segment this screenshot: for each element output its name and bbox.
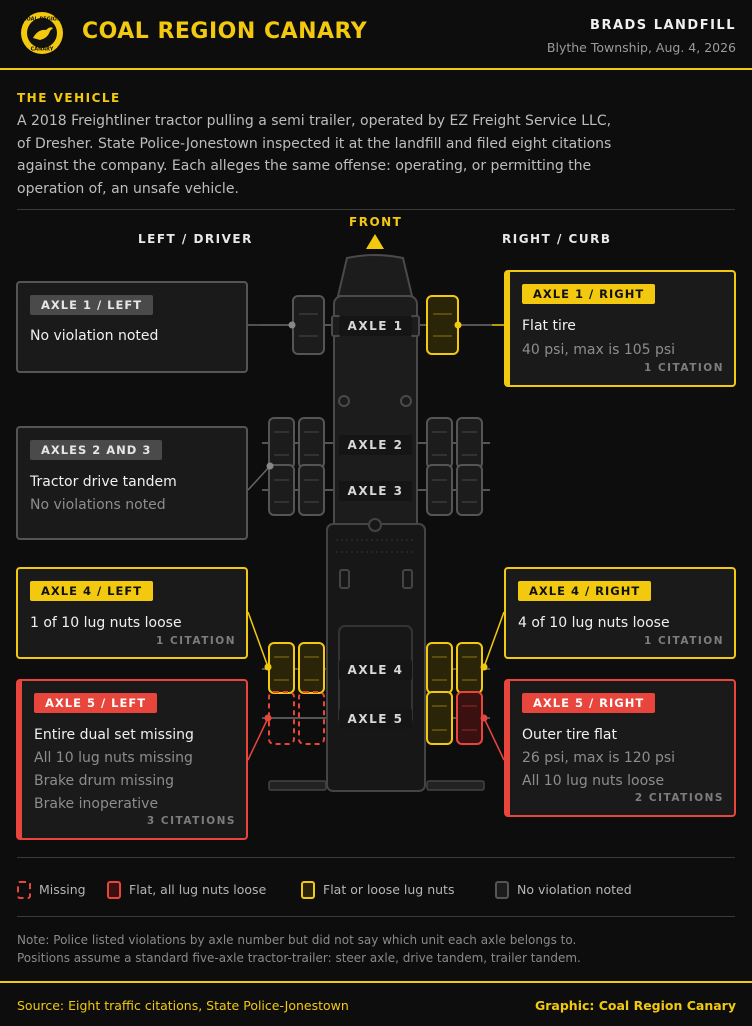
tire-a3-ro (456, 464, 483, 516)
card-sub-text: 26 psi, max is 120 psi (522, 750, 676, 766)
card-citation-count: 1 CITATION (643, 635, 724, 647)
axle-1-tag: AXLE 1 (339, 316, 412, 336)
card-badge: AXLE 4 / LEFT (30, 581, 154, 601)
tire-a3-ri (426, 464, 453, 516)
card-citation-count: 1 CITATION (643, 362, 724, 374)
legend-flat-or-loose-label: Flat or loose lug nuts (323, 882, 455, 897)
card-axle4-left: AXLE 4 / LEFT 1 of 10 lug nuts loose 1 C… (16, 567, 248, 659)
legend-missing-label: Missing (39, 882, 86, 897)
card-main-text: Tractor drive tandem (30, 474, 177, 490)
source-text: Source: Eight traffic citations, State P… (17, 998, 349, 1013)
brand-title: COAL REGION CANARY (82, 19, 368, 44)
right-side-label: RIGHT / CURB (502, 232, 612, 246)
tire-a1-right (426, 295, 459, 355)
tire-a4-lo (268, 642, 295, 694)
legend-flat-loose-swatch (107, 881, 121, 899)
legend-flat-or-loose-swatch (301, 881, 315, 899)
tire-a4-ro (456, 642, 483, 694)
section-heading: THE VEHICLE (17, 91, 121, 105)
card-axle4-right: AXLE 4 / RIGHT 4 of 10 lug nuts loose 1 … (504, 567, 736, 659)
tire-a1-left (292, 295, 325, 355)
tire-a5-ro (456, 691, 483, 745)
tire-a2-ri (426, 417, 453, 469)
card-sub-text: All 10 lug nuts missing (34, 750, 193, 766)
footer-bar (0, 981, 752, 1026)
note-line-1: Note: Police listed violations by axle n… (17, 933, 577, 947)
location-title: BRADS LANDFILL (590, 18, 736, 33)
trailer-body (326, 518, 426, 792)
card-sub-text: No violations noted (30, 497, 166, 513)
card-badge: AXLE 1 / RIGHT (522, 284, 656, 304)
tire-a2-lo (268, 417, 295, 469)
axle-5-tag: AXLE 5 (339, 709, 412, 729)
divider (17, 209, 735, 210)
card-main-text: Outer tire flat (522, 727, 617, 743)
tire-a2-li (298, 417, 325, 469)
location-subtitle: Blythe Township, Aug. 4, 2026 (546, 40, 736, 55)
front-label: FRONT (349, 215, 403, 229)
credit-text: Graphic: Coal Region Canary (534, 998, 736, 1013)
divider (17, 857, 735, 858)
note-line-2: Positions assume a standard five-axle tr… (17, 951, 581, 965)
axle-2-tag: AXLE 2 (339, 435, 412, 455)
card-badge: AXLES 2 AND 3 (30, 440, 163, 460)
card-axle1-right: AXLE 1 / RIGHT Flat tire 40 psi, max is … (504, 270, 736, 387)
left-side-label: LEFT / DRIVER (138, 232, 253, 246)
card-citation-count: 3 CITATIONS (146, 815, 236, 827)
canary-logo: COAL REGION CANARY (21, 12, 63, 54)
axle-4-tag: AXLE 4 (339, 660, 412, 680)
tire-a5-ri (426, 691, 453, 745)
card-badge: AXLE 1 / LEFT (30, 295, 154, 315)
card-sub-text: Brake inoperative (34, 796, 159, 812)
card-main-text: 4 of 10 lug nuts loose (518, 615, 670, 631)
svg-text:COAL REGION: COAL REGION (23, 17, 61, 23)
front-arrow-icon (366, 234, 384, 249)
card-axle5-right: AXLE 5 / RIGHT Outer tire flat 26 psi, m… (504, 679, 736, 817)
card-sub-text: All 10 lug nuts loose (522, 773, 665, 789)
legend-missing-swatch (17, 881, 31, 899)
card-badge: AXLE 4 / RIGHT (518, 581, 652, 601)
card-axle5-left: AXLE 5 / LEFT Entire dual set missing Al… (16, 679, 248, 840)
card-main-text: Flat tire (522, 318, 576, 334)
card-badge: AXLE 5 / LEFT (34, 693, 158, 713)
legend-flat-loose-label: Flat, all lug nuts loose (129, 882, 267, 897)
tire-a4-ri (426, 642, 453, 694)
axle-3-tag: AXLE 3 (339, 481, 412, 501)
divider (17, 916, 735, 917)
card-badge: AXLE 5 / RIGHT (522, 693, 656, 713)
card-sub-text: 40 psi, max is 105 psi (522, 342, 676, 358)
card-sub-text: Brake drum missing (34, 773, 174, 789)
card-citation-count: 1 CITATION (155, 635, 236, 647)
card-main-text: 1 of 10 lug nuts loose (30, 615, 182, 631)
card-main-text: No violation noted (30, 328, 159, 344)
legend-none-swatch (495, 881, 509, 899)
svg-text:CANARY: CANARY (31, 47, 54, 53)
tire-a2-ro (456, 417, 483, 469)
card-citation-count: 2 CITATIONS (634, 792, 724, 804)
tire-a3-lo (268, 464, 295, 516)
tire-a4-li (298, 642, 325, 694)
tire-a3-li (298, 464, 325, 516)
legend-none-label: No violation noted (517, 882, 632, 897)
intro-text: A 2018 Freightliner tractor pulling a se… (17, 113, 612, 197)
card-axle1-left: AXLE 1 / LEFT No violation noted (16, 281, 248, 373)
header-bar (0, 0, 752, 70)
card-main-text: Entire dual set missing (34, 727, 194, 743)
card-axles23-left: AXLES 2 AND 3 Tractor drive tandem No vi… (16, 426, 248, 540)
